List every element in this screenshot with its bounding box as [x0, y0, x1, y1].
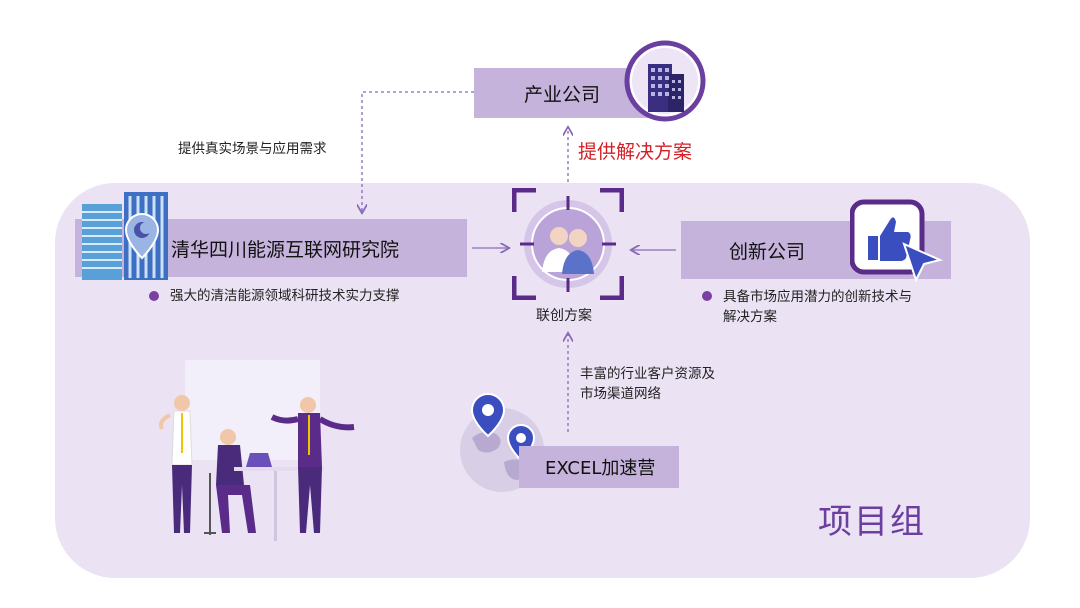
institute-building-icon [82, 192, 168, 280]
tsinghua-institute-label: 清华四川能源互联网研究院 [171, 238, 400, 261]
excel-camp-node: EXCEL加速营 [519, 446, 679, 488]
office-team-illustration [159, 360, 355, 541]
thumbs-up-icon [850, 199, 944, 283]
provide-scenarios-label: 提供真实场景与应用需求 [178, 141, 327, 157]
building-icon [624, 40, 706, 122]
scenario-connector [362, 91, 474, 212]
project-group-label: 项目组 [818, 502, 926, 542]
cursor-icon [902, 242, 944, 283]
customer-resources-line2: 市场渠道网络 [580, 386, 661, 402]
innovation-company-label: 创新公司 [729, 240, 806, 263]
joint-solution-label: 联创方案 [536, 308, 592, 324]
provide-solutions-label: 提供解决方案 [578, 141, 693, 163]
innovation-bullet-line2: 解决方案 [723, 309, 777, 325]
customer-resources-line1: 丰富的行业客户资源及 [580, 366, 715, 382]
team-icon [512, 188, 624, 300]
innovation-bullet-line1: 具备市场应用潜力的创新技术与 [723, 289, 912, 305]
tsinghua-bullet-dot [149, 291, 159, 301]
innovation-bullet-dot [702, 291, 712, 301]
excel-camp-label: EXCEL加速营 [545, 458, 656, 479]
tsinghua-bullet-text: 强大的清洁能源领域科研技术实力支撑 [170, 288, 400, 304]
industry-company-label: 产业公司 [524, 83, 601, 106]
